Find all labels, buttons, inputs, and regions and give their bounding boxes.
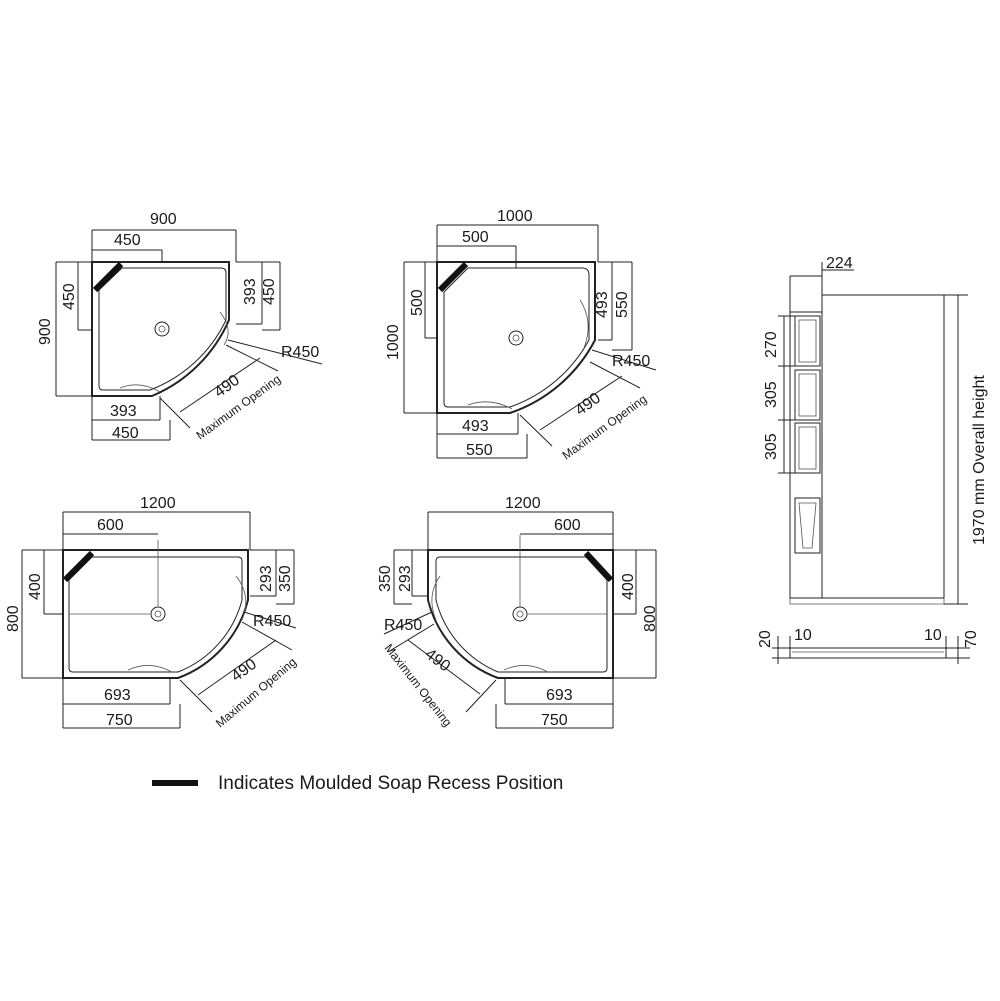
elevation-shelf-1-dim: 270 (763, 331, 780, 358)
tray-1000-right-half: 550 (614, 291, 631, 318)
tray-1000-soap-recess (437, 261, 469, 293)
tray-1200-right-plan: 1200 600 400 800 350 293 R450 490 Maximu… (377, 495, 659, 729)
elevation-overall-height: 1970 mm Overall height (971, 375, 988, 545)
tray-section-right-height: 70 (963, 630, 980, 648)
tray-900-half-width: 450 (114, 232, 141, 249)
tray-1200-left-right-open: 293 (258, 565, 275, 592)
shower-elevation: 224 270 305 305 1970 mm Overall height (763, 255, 988, 605)
tray-1200-right-left-open: 293 (397, 565, 414, 592)
tray-900-depth: 900 (37, 318, 54, 345)
elevation-shelf-1 (794, 315, 821, 367)
tray-1000-waste-icon (508, 330, 524, 346)
tray-900-bottom-half: 450 (112, 425, 139, 442)
tray-1200-left-max-open: 490 (228, 656, 260, 686)
elevation-shelf-2 (794, 369, 821, 421)
tray-1000-bottom-half: 550 (466, 442, 493, 459)
elevation-wall-panel (821, 294, 945, 599)
tray-1200-left-radius: R450 (253, 613, 291, 630)
tray-900-right-half: 450 (261, 278, 278, 305)
tray-1200-left-left-depth: 400 (27, 573, 44, 600)
tray-1000-left-half: 500 (409, 289, 426, 316)
elevation-shelf-3-dim: 305 (763, 433, 780, 460)
tray-900-radius: R450 (281, 344, 319, 361)
elevation-top-width: 224 (826, 255, 853, 272)
tray-1200-left-inner (68, 556, 243, 673)
tray-section: 20 10 10 70 (757, 627, 980, 664)
tray-1000-inner (443, 267, 590, 408)
tray-1200-left-width: 1200 (140, 495, 176, 512)
tray-1000-radius: R450 (612, 353, 650, 370)
tray-1000-bottom-open: 493 (462, 418, 489, 435)
tray-1200-right-bottom-half: 750 (541, 712, 568, 729)
tray-1200-right-half-width: 600 (554, 517, 581, 534)
tray-1000-plan: 1000 500 493 550 500 1000 R450 490 Maxim… (385, 208, 657, 463)
tray-1000-outline (436, 261, 596, 414)
tray-900-max-open: 490 (211, 372, 243, 402)
tray-900-soap-recess (92, 261, 124, 293)
tray-1200-right-width: 1200 (505, 495, 541, 512)
tray-1000-max-open-label: Maximum Opening (560, 392, 650, 463)
tray-1000-right-open: 493 (594, 291, 611, 318)
tray-900-outline (91, 261, 230, 397)
tray-1200-left-outline (62, 549, 249, 679)
tray-section-left-height: 20 (757, 630, 774, 648)
tray-900-inner (98, 267, 227, 391)
tray-1000-half-width: 500 (462, 229, 489, 246)
tray-1200-left-bottom-half: 750 (106, 712, 133, 729)
tray-section-right-lip: 10 (924, 627, 942, 644)
tray-1200-right-left-depth: 350 (377, 565, 394, 592)
tray-1200-left-right-depth: 350 (277, 565, 294, 592)
elevation-shelf-2-dim: 305 (763, 381, 780, 408)
tray-1200-right-bottom-open: 693 (546, 687, 573, 704)
tray-1200-left-plan: 1200 600 293 350 400 800 R450 490 Maximu… (5, 495, 299, 730)
tray-900-plan: 900 450 393 450 450 900 R450 490 Maximum… (37, 211, 323, 442)
tray-900-bottom-open: 393 (110, 403, 137, 420)
tray-1000-max-open: 490 (572, 390, 604, 420)
tray-1200-left-waste-icon (150, 606, 166, 622)
tray-1200-right-right-depth: 400 (620, 573, 637, 600)
tray-1000-depth: 1000 (385, 324, 402, 360)
tray-1200-left-soap-recess (62, 550, 95, 583)
tray-1200-left-half-width: 600 (97, 517, 124, 534)
legend: Indicates Moulded Soap Recess Position (152, 773, 563, 794)
tray-900-right-open: 393 (242, 278, 259, 305)
tray-1200-right-inner (435, 556, 608, 673)
elevation-column (789, 311, 823, 599)
legend-text: Indicates Moulded Soap Recess Position (218, 773, 563, 794)
tray-1200-right-outline (427, 549, 614, 679)
tray-900-width: 900 (150, 211, 177, 228)
elevation-soap-recess (794, 497, 821, 554)
elevation-shelf-3 (794, 422, 821, 474)
tray-1200-right-radius: R450 (384, 617, 422, 634)
tray-1000-width: 1000 (497, 208, 533, 225)
tray-1200-right-soap-recess (583, 550, 614, 583)
tray-1200-right-depth: 800 (642, 605, 659, 632)
tray-900-left-half: 450 (61, 283, 78, 310)
tray-section-left-lip: 10 (794, 627, 812, 644)
tray-1200-left-depth: 800 (5, 605, 22, 632)
tray-1200-left-bottom-open: 693 (104, 687, 131, 704)
tray-1200-right-waste-icon (512, 606, 528, 622)
tray-section-profile (789, 647, 947, 659)
tray-900-waste-icon (154, 321, 170, 337)
